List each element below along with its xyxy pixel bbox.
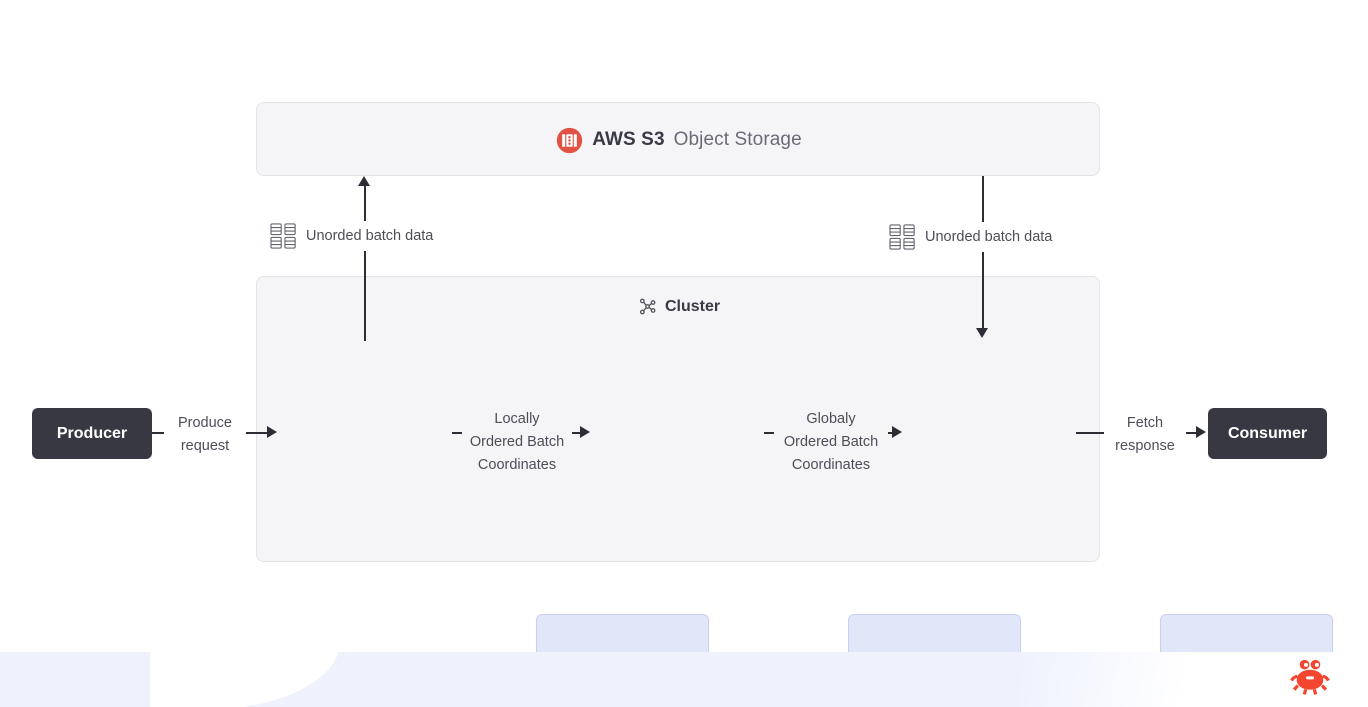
- edge-broker1-to-s3-arrowhead: [358, 176, 370, 186]
- edge-label-produce-request: Produce request: [164, 412, 246, 459]
- batch-data-label-text: Unorded batch data: [925, 229, 1053, 245]
- cluster-panel-title: Cluster: [257, 297, 1101, 316]
- edge-producer-to-broker-segment-a: [152, 432, 174, 434]
- edge-broker1-to-s3-line: [364, 186, 366, 341]
- edge-label-unorded-batch-data-read: Unorded batch data: [889, 222, 1053, 252]
- cluster-network-icon: [638, 297, 657, 316]
- footer-decoration-band: [0, 652, 1368, 707]
- edge-broker1-to-coordinator-arrowhead: [580, 426, 590, 438]
- edge-label-globaly-ordered: Globaly Ordered Batch Coordinates: [774, 408, 888, 478]
- database-grid-icon: [270, 223, 298, 249]
- batch-data-label-text: Unorded batch data: [306, 228, 434, 244]
- s3-brand-label: AWS S3: [592, 129, 665, 150]
- footer-notch-shape: [150, 652, 340, 707]
- consumer-label: Consumer: [1227, 424, 1308, 442]
- s3-subject-label: Object Storage: [673, 129, 802, 150]
- edge-producer-to-broker-arrowhead: [267, 426, 277, 438]
- cluster-label: Cluster: [664, 297, 721, 315]
- edge-label-fetch-response: Fetch response: [1104, 412, 1186, 459]
- s3-object-storage-panel: AWS S3 Object Storage: [256, 102, 1100, 176]
- edge-s3-to-broker2-line: [982, 176, 984, 331]
- edge-coordinator-to-broker2-segment-b: [882, 432, 894, 434]
- consumer-box[interactable]: Consumer: [1208, 408, 1327, 459]
- edge-broker1-to-coordinator-segment-a: [452, 432, 466, 434]
- edge-coordinator-to-broker2-segment-a: [764, 432, 778, 434]
- edge-label-unorded-batch-data-write: Unorded batch data: [270, 221, 434, 251]
- edge-coordinator-to-broker2-arrowhead: [892, 426, 902, 438]
- edge-s3-to-broker2-arrowhead: [976, 328, 988, 338]
- database-grid-icon: [889, 224, 917, 250]
- edge-broker2-to-consumer-segment-b: [1186, 432, 1200, 434]
- producer-label: Producer: [56, 424, 128, 442]
- edge-broker2-to-consumer-segment-a: [1076, 432, 1104, 434]
- edge-broker1-to-coordinator-segment-b: [568, 432, 582, 434]
- edge-producer-to-broker-segment-b: [246, 432, 269, 434]
- aws-s3-icon: [556, 127, 583, 154]
- cluster-panel: Cluster Produce Broker Validate Data Bat…: [256, 276, 1333, 707]
- edge-broker2-to-consumer-arrowhead: [1196, 426, 1206, 438]
- producer-box[interactable]: Producer: [32, 408, 152, 459]
- edge-label-locally-ordered: Locally Ordered Batch Coordinates: [462, 408, 572, 478]
- s3-panel-title: AWS S3 Object Storage: [257, 103, 1101, 177]
- crab-logo-icon: [1288, 656, 1332, 696]
